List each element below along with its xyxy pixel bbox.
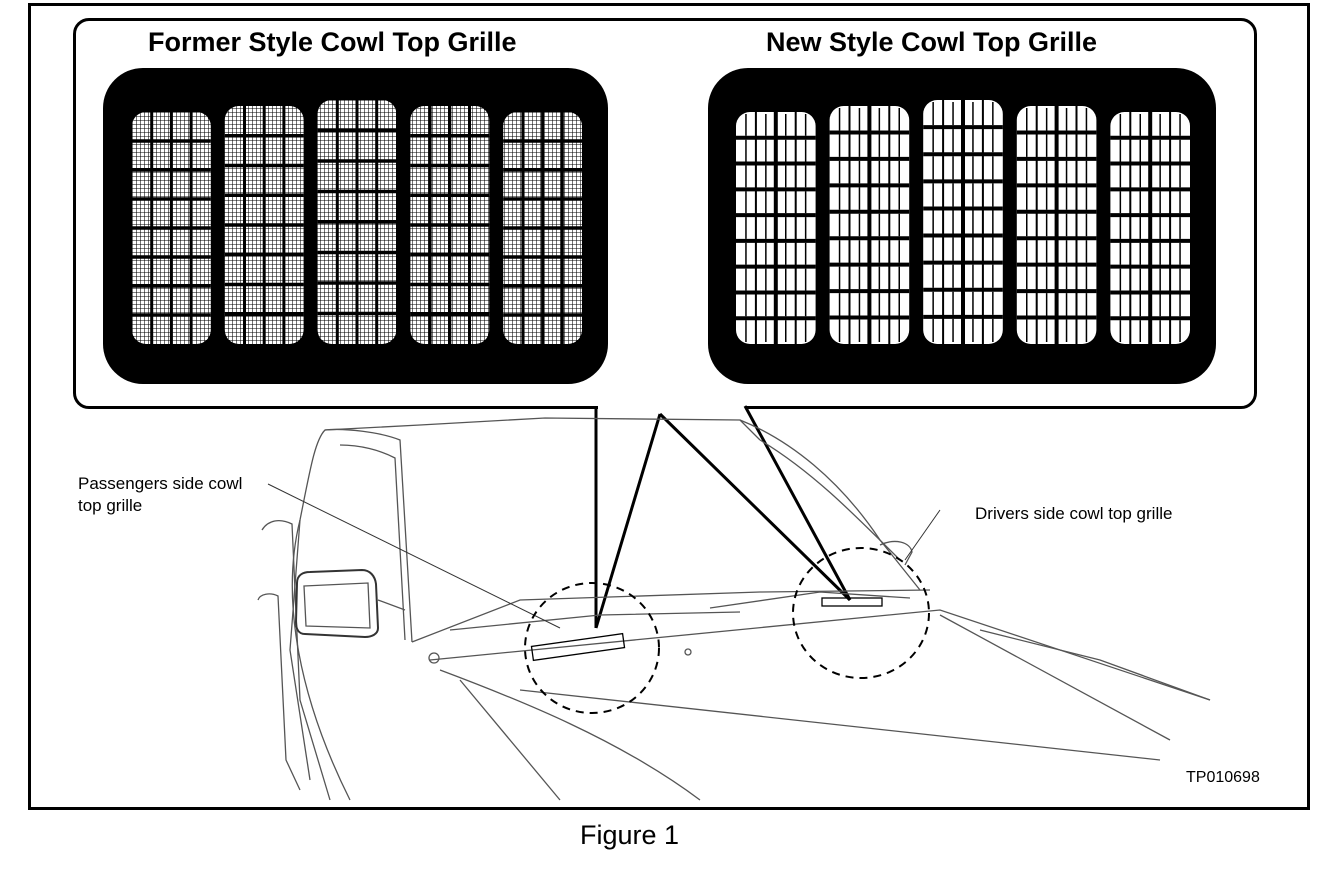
grille-slot: [923, 100, 1003, 344]
grille-slot: [829, 106, 910, 344]
driver-highlight-circle: [792, 547, 930, 679]
figure-caption: Figure 1: [580, 820, 680, 850]
grille-slot: [132, 112, 211, 344]
pointer-gap: [598, 404, 745, 414]
figure-code: TP010698: [1186, 769, 1260, 786]
grille-slot: [503, 112, 582, 344]
passenger-highlight-circle: [524, 582, 660, 714]
grille-slot: [410, 106, 490, 344]
grille-slot: [224, 106, 304, 344]
new-grille: [708, 68, 1216, 384]
highlight-circles: [524, 547, 930, 714]
truck-line-art: [257, 417, 1211, 801]
figure-frame: [28, 3, 1310, 810]
grille-slot: [736, 112, 816, 344]
driver-side-label: Drivers side cowl top grille: [975, 504, 1173, 523]
grille-slot: [1110, 112, 1190, 344]
new-style-title: New Style Cowl Top Grille: [766, 27, 1098, 57]
former-grille: [103, 68, 608, 384]
grille-slot: [1016, 106, 1097, 344]
grille-slot: [317, 100, 397, 344]
passenger-side-label: Passengers side cowl top grille: [78, 474, 243, 515]
former-style-title: Former Style Cowl Top Grille: [148, 27, 517, 57]
callout-pointer: [594, 405, 852, 629]
